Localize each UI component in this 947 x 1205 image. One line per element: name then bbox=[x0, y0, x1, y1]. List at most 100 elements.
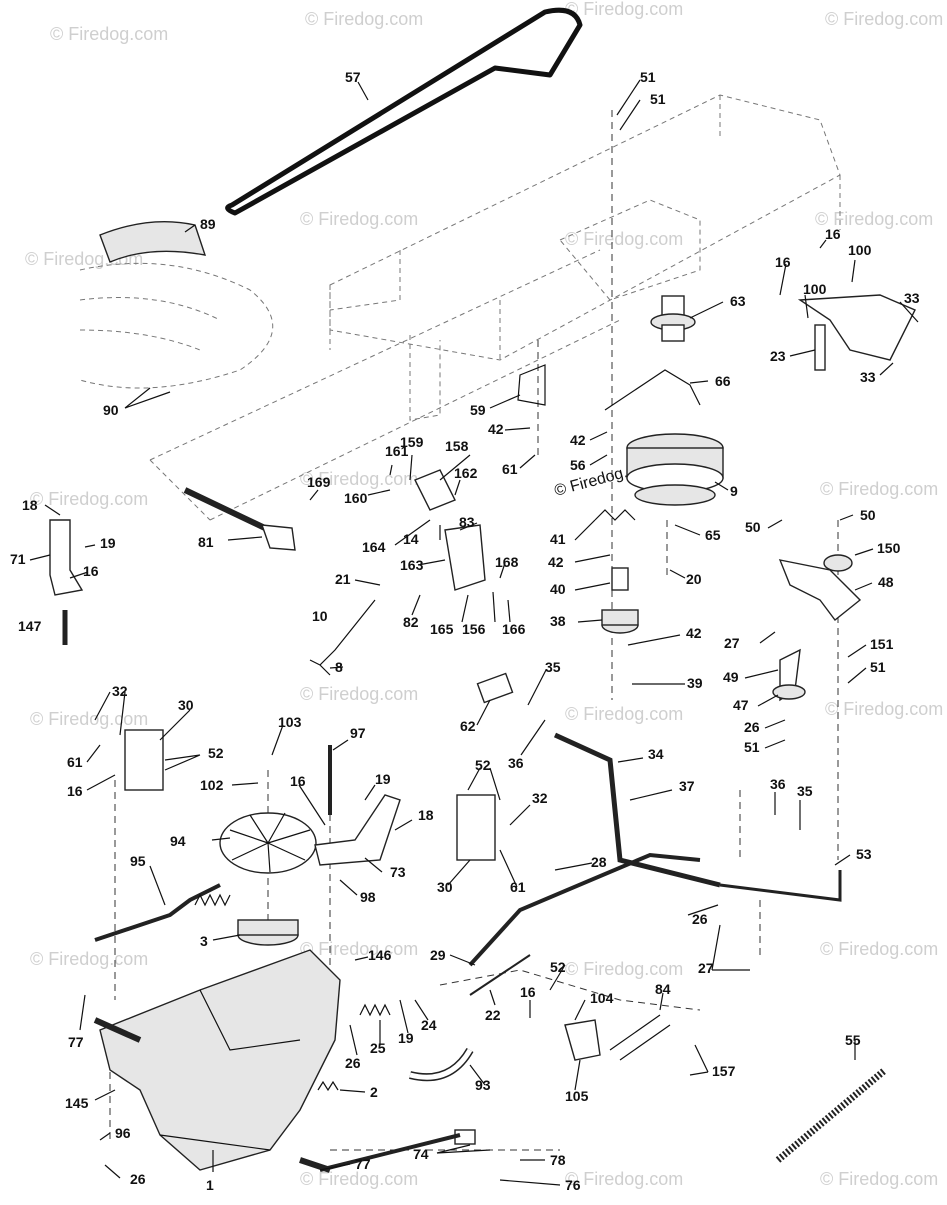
sleeve bbox=[476, 672, 514, 704]
watermark-text: © Firedog.com bbox=[300, 939, 418, 959]
callout-label: 103 bbox=[278, 714, 302, 730]
callout-label: 156 bbox=[462, 621, 486, 637]
small-spring bbox=[317, 1080, 339, 1092]
callout-label: 16 bbox=[67, 783, 83, 799]
watermark-text: © Firedog.com bbox=[565, 959, 683, 979]
callout-label: 61 bbox=[67, 754, 83, 770]
mount-plate-left bbox=[124, 729, 164, 791]
bypass-lever bbox=[94, 883, 221, 942]
callout-label: 16 bbox=[520, 984, 536, 1000]
callout-label: 29 bbox=[430, 947, 446, 963]
idler-pulley bbox=[650, 295, 696, 342]
callout-label: 163 bbox=[400, 557, 424, 573]
callout-label: 33 bbox=[904, 290, 920, 306]
callout-label: 42 bbox=[570, 432, 586, 448]
callout-label: 24 bbox=[421, 1017, 437, 1033]
callout-label: 50 bbox=[745, 519, 761, 535]
watermark-text: © Firedog.com bbox=[300, 1169, 418, 1189]
shift-rod bbox=[553, 732, 721, 888]
callout-label: 16 bbox=[825, 226, 841, 242]
callout-label: 42 bbox=[548, 554, 564, 570]
callout-label: 51 bbox=[650, 91, 666, 107]
callout-label: 42 bbox=[488, 421, 504, 437]
callout-label: 53 bbox=[856, 846, 872, 862]
callout-label: 35 bbox=[545, 659, 561, 675]
callout-label: 14 bbox=[403, 531, 419, 547]
callout-label: 89 bbox=[200, 216, 216, 232]
callout-label: 74 bbox=[413, 1146, 429, 1162]
watermark-text: © Firedog.com bbox=[820, 1169, 938, 1189]
watermark-text: © Firedog.com bbox=[820, 939, 938, 959]
callout-label: 168 bbox=[495, 554, 519, 570]
callout-label: 27 bbox=[724, 635, 740, 651]
pivot-bracket bbox=[797, 294, 916, 371]
callout-label: 169 bbox=[307, 474, 331, 490]
callout-label: 3 bbox=[200, 933, 208, 949]
callout-label: 61 bbox=[510, 879, 526, 895]
watermark-text: © Firedog.com bbox=[50, 24, 168, 44]
callout-label: 26 bbox=[345, 1055, 361, 1071]
callout-label: 81 bbox=[198, 534, 214, 550]
idler-pulley-small bbox=[772, 684, 806, 700]
pivot-plate bbox=[564, 1019, 601, 1061]
callout-label: 39 bbox=[687, 675, 703, 691]
callout-label: 76 bbox=[565, 1177, 581, 1193]
callout-label: 56 bbox=[570, 457, 586, 473]
callout-label: 30 bbox=[437, 879, 453, 895]
callout-label: 162 bbox=[454, 465, 478, 481]
callout-label: 38 bbox=[550, 613, 566, 629]
callout-label: 95 bbox=[130, 853, 146, 869]
brake-lever bbox=[309, 599, 376, 676]
callout-label: 51 bbox=[870, 659, 886, 675]
watermark-text: © Firedog.com bbox=[300, 209, 418, 229]
pedal-pad bbox=[99, 221, 207, 263]
transaxle bbox=[93, 949, 341, 1173]
callout-label: 147 bbox=[18, 618, 42, 634]
callout-label: 61 bbox=[502, 461, 518, 477]
callout-label: 33 bbox=[860, 369, 876, 385]
cooling-fan bbox=[219, 812, 317, 874]
callout-label: 98 bbox=[360, 889, 376, 905]
compression-spring bbox=[359, 1003, 391, 1017]
callout-label: 18 bbox=[418, 807, 434, 823]
callout-label: 77 bbox=[68, 1034, 84, 1050]
callout-label: 8 bbox=[335, 659, 343, 675]
callout-label: 90 bbox=[103, 402, 119, 418]
control-rod bbox=[468, 852, 701, 967]
callout-label: 71 bbox=[10, 551, 26, 567]
callout-label: 22 bbox=[485, 1007, 501, 1023]
callout-label: 19 bbox=[100, 535, 116, 551]
callout-label: 18 bbox=[22, 497, 38, 513]
callout-label: 16 bbox=[775, 254, 791, 270]
callout-label: 102 bbox=[200, 777, 224, 793]
callout-label: 36 bbox=[508, 755, 524, 771]
callout-label: 62 bbox=[460, 718, 476, 734]
watermark-text: © Firedog.com bbox=[565, 704, 683, 724]
callout-label: 73 bbox=[390, 864, 406, 880]
watermark-text: © Firedog.com bbox=[30, 949, 148, 969]
callout-label: 10 bbox=[312, 608, 328, 624]
watermark-text: © Firedog.com bbox=[300, 469, 418, 489]
callout-label: 2 bbox=[370, 1084, 378, 1100]
callout-label: 9 bbox=[730, 483, 738, 499]
watermark-text: © Firedog.com bbox=[565, 229, 683, 249]
callout-label: 32 bbox=[112, 683, 128, 699]
callout-label: 100 bbox=[848, 242, 872, 258]
callout-label: 34 bbox=[648, 746, 664, 762]
callout-label: 105 bbox=[565, 1088, 589, 1104]
callout-label: 82 bbox=[403, 614, 419, 630]
callout-label: 30 bbox=[178, 697, 194, 713]
callout-label: 25 bbox=[370, 1040, 386, 1056]
callout-label: 26 bbox=[692, 911, 708, 927]
callout-label: 52 bbox=[550, 959, 566, 975]
callout-label: 28 bbox=[591, 854, 607, 870]
support-bracket bbox=[517, 364, 546, 406]
drive-belt bbox=[225, 7, 583, 216]
lift-bracket bbox=[414, 469, 456, 511]
callout-label: 19 bbox=[375, 771, 391, 787]
callout-label: 166 bbox=[502, 621, 526, 637]
callout-label: 104 bbox=[590, 990, 614, 1006]
callout-label: 157 bbox=[712, 1063, 736, 1079]
